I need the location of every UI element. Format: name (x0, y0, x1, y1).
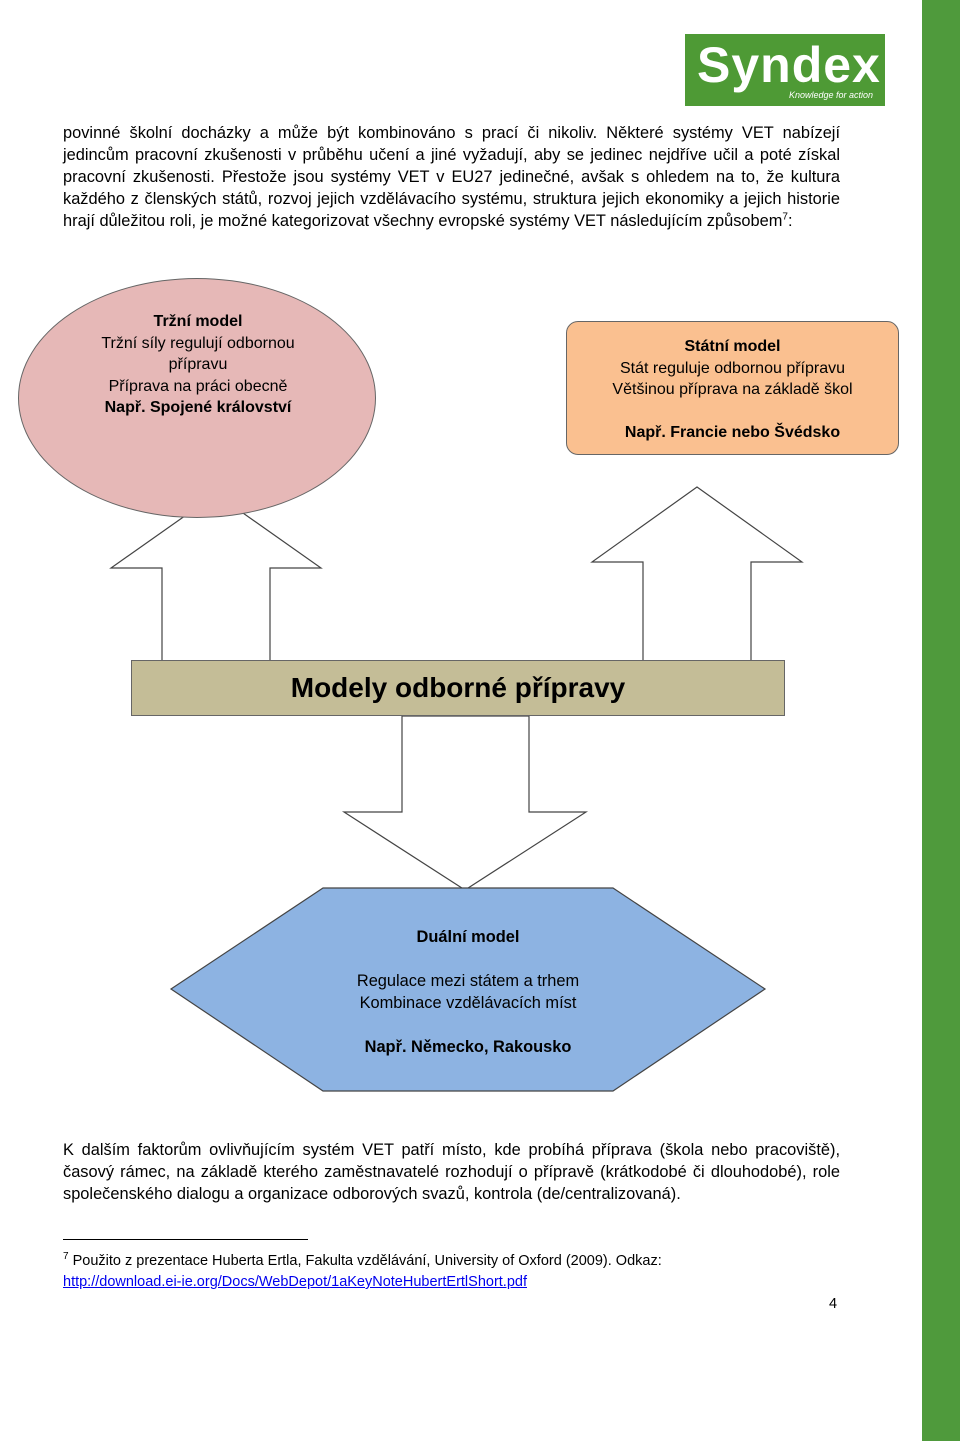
dual-model-example: Např. Německo, Rakousko (364, 1038, 572, 1056)
intro-paragraph: povinné školní docházky a může být kombi… (63, 122, 840, 232)
market-model-text: Tržní model Tržní síly regulují odbornou… (78, 311, 318, 419)
closing-paragraph: K dalším faktorům ovlivňujícím systém VE… (63, 1141, 840, 1203)
market-model-line2: Příprava na práci obecně (108, 377, 288, 395)
logo-tagline: Knowledge for action (789, 90, 874, 100)
market-model-title: Tržní model (153, 313, 243, 330)
vet-models-title-box: Modely odborné přípravy (131, 660, 785, 716)
state-model-text: Státní model Stát reguluje odbornou příp… (567, 336, 898, 401)
state-model-box: Státní model Stát reguluje odbornou příp… (566, 321, 899, 455)
footnote: 7 Použito z prezentace Huberta Ertla, Fa… (63, 1251, 863, 1293)
state-model-example: Např. Francie nebo Švédsko (624, 424, 841, 441)
page-number: 4 (829, 1296, 838, 1312)
market-model-line1: Tržní síly regulují odbornou přípravu (101, 334, 295, 374)
dual-model-line1: Regulace mezi státem a trhem (356, 972, 580, 990)
up-arrow-right (590, 486, 804, 666)
intro-text: povinné školní docházky a může být kombi… (63, 124, 840, 230)
dual-model-hexagon (169, 887, 767, 1092)
intro-end: : (787, 212, 793, 230)
footnote-number: 7 (63, 1251, 69, 1263)
dual-model-line2: Kombinace vzdělávacích míst (359, 994, 577, 1012)
dual-model-title: Duální model (416, 928, 520, 946)
logo-name: Syndex (697, 37, 881, 93)
state-model-line2: Většinou příprava na základě škol (612, 381, 853, 398)
footnote-ref: 7 (782, 211, 788, 223)
market-model-ellipse (18, 278, 376, 518)
footnote-rule (63, 1239, 308, 1240)
footnote-text: Použito z prezentace Huberta Ertla, Faku… (72, 1253, 662, 1269)
syndex-logo: Syndex Knowledge for action (685, 34, 885, 106)
state-model-line1: Stát reguluje odbornou přípravu (619, 359, 846, 377)
state-model-title: Státní model (684, 338, 781, 355)
market-model-example: Např. Spojené království (104, 399, 292, 416)
footnote-link[interactable]: http://download.ei-ie.org/Docs/WebDepot/… (63, 1274, 527, 1290)
up-arrow-left (109, 493, 323, 666)
page-side-bar (922, 0, 960, 1441)
down-arrow-center (341, 715, 589, 891)
dual-model-text: Duální model Regulace mezi státem a trhe… (318, 926, 618, 1058)
